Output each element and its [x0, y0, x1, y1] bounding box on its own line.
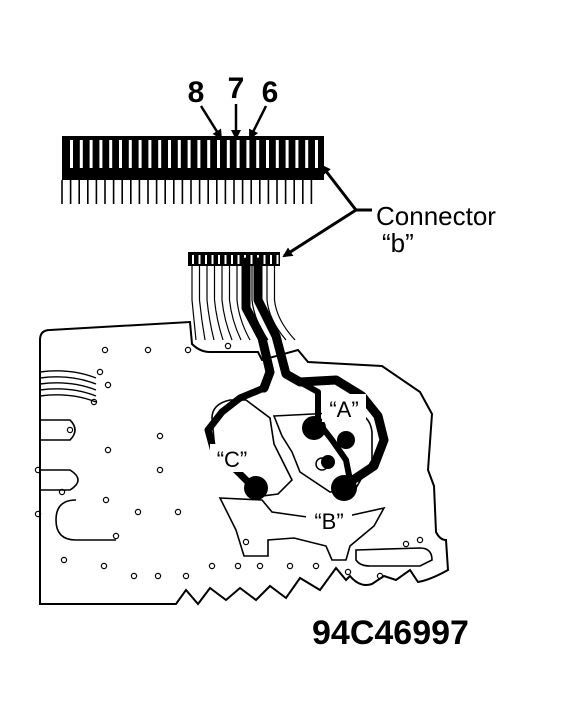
pad-a-label: “A”	[329, 397, 358, 422]
figure-id: 94C46997	[312, 614, 469, 652]
connector-b-upper	[61, 136, 324, 204]
circuit-board-outline	[39, 320, 450, 606]
pad-a	[302, 416, 355, 449]
left-edge-traces	[39, 370, 97, 403]
connector-callout-arrows	[282, 164, 372, 258]
pin-7-label: 7	[228, 72, 245, 105]
pin-8-label: 8	[188, 76, 205, 109]
connector-comb	[61, 180, 313, 204]
pad-c	[244, 476, 268, 500]
board-features	[40, 399, 433, 567]
connector-pins	[70, 140, 318, 168]
pin-6-label: 6	[262, 76, 279, 109]
pad-c-label: “C”	[217, 447, 248, 472]
pad-b-label-box: “B”	[306, 506, 352, 534]
pad-b-label: “B”	[314, 509, 343, 534]
connector-label-line2: “b”	[382, 228, 414, 258]
connector-label-line1: Connector	[376, 201, 496, 231]
ribbon-cable	[191, 266, 296, 341]
via-hole	[315, 457, 329, 471]
pad-c-label-box: “C”	[210, 444, 254, 472]
pin-arrows	[199, 104, 268, 140]
connector-b-lower	[188, 252, 280, 266]
board-holes	[34, 342, 424, 580]
pad-a-label-box: “A”	[322, 394, 366, 422]
pad-b	[321, 455, 357, 501]
